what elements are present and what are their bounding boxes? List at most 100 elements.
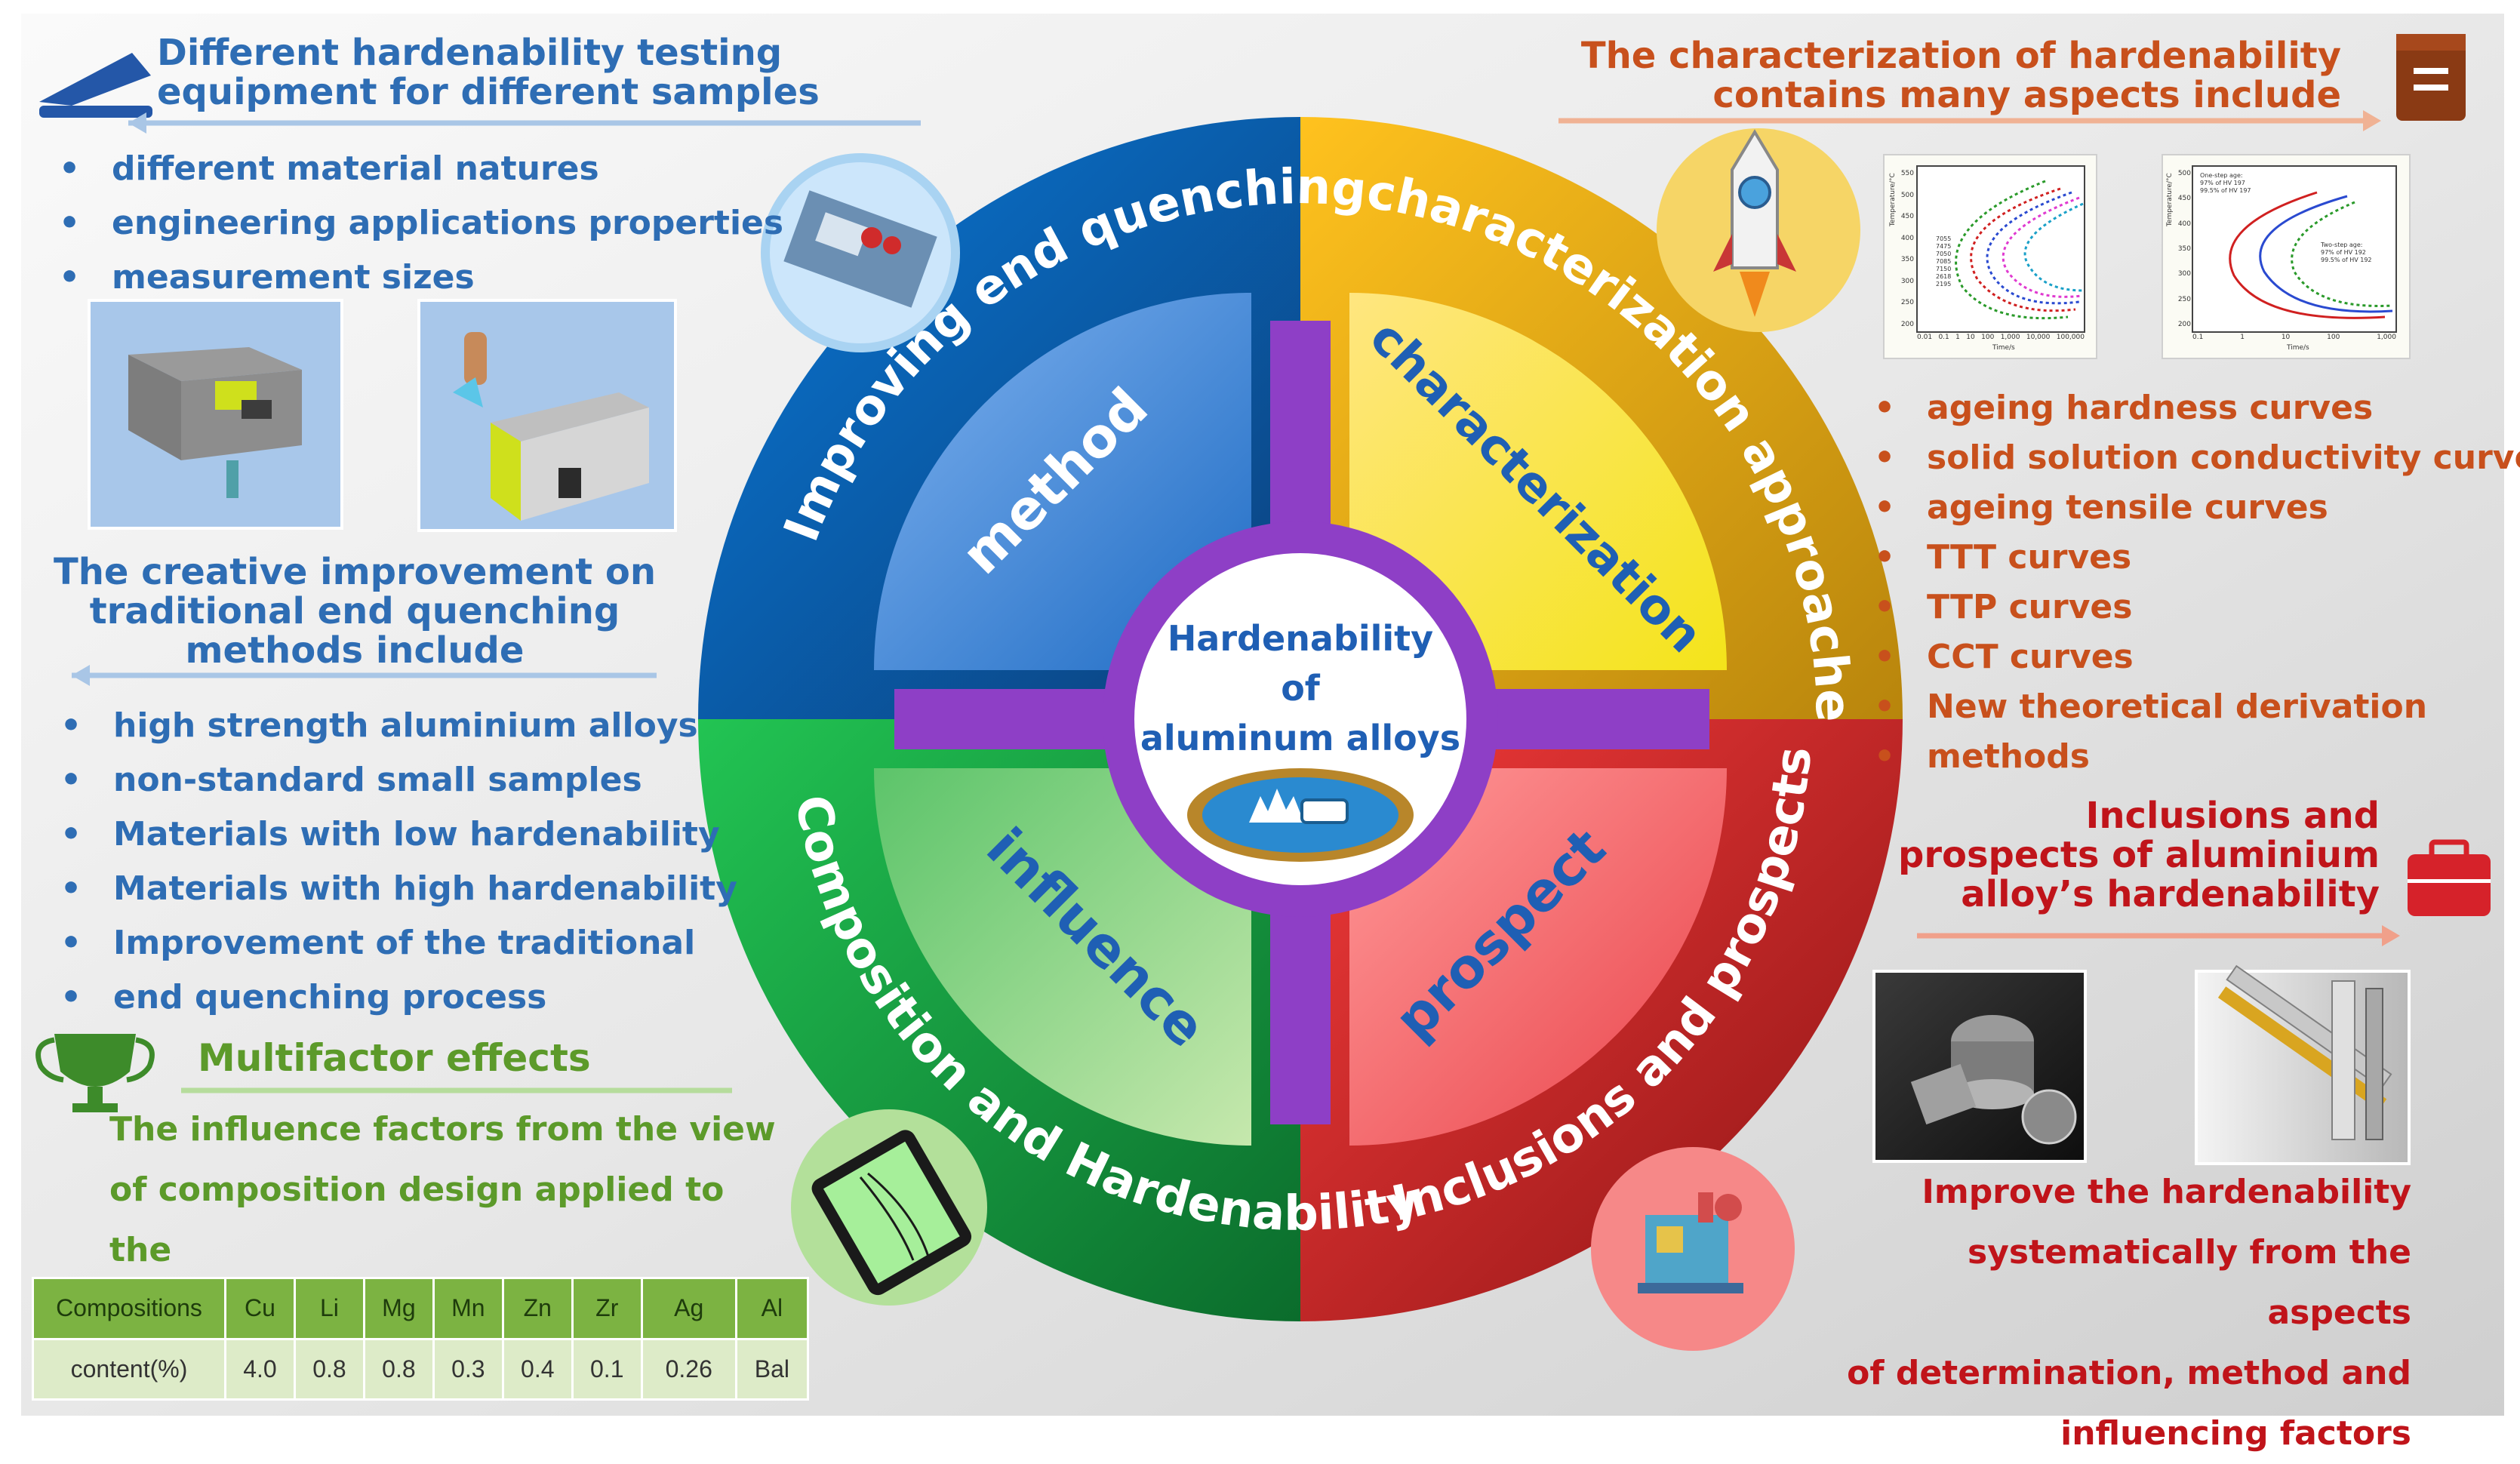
aluminium-parts-photo — [1872, 970, 2087, 1163]
mid-left-heading-line2: traditional end quenching — [89, 590, 620, 632]
legend-entry: 7085 — [1936, 258, 1952, 265]
list-item: non-standard small samples — [53, 753, 737, 807]
tablet-circle-icon — [791, 1109, 987, 1306]
mini-chart-2-legend-b: Two-step age: 97% of HV 192 99.5% of HV … — [2321, 241, 2372, 264]
tick-label: 10,000 — [2026, 334, 2051, 341]
list-item: solid solution conductivity curves — [1866, 433, 2520, 483]
mini-chart-2-legend-a: One-step age: 97% of HV 197 99.5% of HV … — [2200, 172, 2251, 195]
list-item-continuation: methods — [1866, 732, 2520, 782]
list-item: CCT curves — [1866, 632, 2520, 682]
mini-chart-c-curves-2 — [2162, 154, 2411, 359]
mini-chart-2-xlabel: Time/s — [2287, 344, 2309, 352]
tick-label: 0.1 — [2192, 334, 2204, 341]
legend-entry: 97% of HV 192 — [2321, 249, 2366, 256]
top-right-heading: The characterization of hardenability co… — [1509, 36, 2341, 115]
tick-label: 1 — [2240, 334, 2245, 341]
rocket-circle-icon — [1657, 128, 1860, 332]
bottom-right-line1: Improve the hardenability — [1922, 1173, 2411, 1211]
list-item: ageing hardness curves — [1866, 383, 2520, 433]
tick-label: 500 — [2177, 170, 2191, 177]
arrow-head — [128, 112, 146, 134]
center-title-line1: Hardenability — [1168, 618, 1433, 659]
table-header-cell: Compositions — [32, 1277, 226, 1340]
tick-label: 100 — [2327, 334, 2340, 341]
list-item: end quenching process — [53, 970, 737, 1025]
tick-label: 300 — [1900, 277, 1914, 285]
mini-chart-c-curves-1 — [1883, 154, 2097, 359]
tick-label: 300 — [2177, 270, 2191, 278]
mini-chart-1-ylabel: Temperature/°C — [1889, 173, 1897, 226]
tick-label: 350 — [1900, 256, 1914, 264]
tick-label: 100 — [1981, 334, 1995, 341]
arrow-head — [72, 665, 90, 686]
factory-circle-icon — [1591, 1147, 1795, 1351]
table-cell: 0.26 — [640, 1337, 737, 1401]
petal-influence — [874, 768, 1251, 1146]
tick-label: 200 — [1900, 321, 1914, 328]
bottom-right-text: Improve the hardenability systematically… — [1826, 1162, 2411, 1464]
center-title-line3: aluminum alloys — [1140, 718, 1460, 758]
bottom-right-line3: of determination, method and — [1847, 1354, 2411, 1392]
end-quench-apparatus-image-2 — [417, 299, 677, 532]
tick-label: 10 — [2281, 334, 2291, 341]
end-quench-apparatus-image-1 — [88, 299, 343, 530]
tick-label: 1,000 — [2377, 334, 2396, 341]
table-cell: 0.8 — [293, 1337, 365, 1401]
characterization-list: ageing hardness curves solid solution co… — [1866, 383, 2520, 782]
multifactor-heading: Multifactor effects — [198, 1036, 591, 1080]
list-item: measurement sizes — [51, 251, 783, 305]
briefcase-icon — [2408, 839, 2491, 916]
mini-chart-2-ylabel: Temperature/°C — [2166, 173, 2174, 226]
table-row: content(%) 4.0 0.8 0.8 0.3 0.4 0.1 0.26 … — [32, 1337, 810, 1401]
multifactor-line1: The influence factors from the view — [109, 1110, 776, 1149]
legend-entry: 99.5% of HV 197 — [2200, 187, 2251, 194]
aluminium-profiles-photo — [2195, 964, 2411, 1165]
list-item: TTP curves — [1866, 583, 2520, 632]
petal-characterization — [1349, 293, 1727, 670]
composition-table: Compositions Cu Li Mg Mn Zn Zr Ag Al con… — [32, 1277, 810, 1401]
tick-label: 1 — [1955, 334, 1960, 341]
tick-label: 0.01 — [1917, 334, 1933, 341]
table-header-cell: Zr — [571, 1277, 643, 1340]
arrow-head — [2382, 925, 2400, 946]
table-cell: 0.1 — [571, 1337, 643, 1401]
top-left-heading-line2: equipment for different samples — [157, 71, 820, 113]
table-cell: 0.3 — [432, 1337, 504, 1401]
table-header-cell: Al — [734, 1277, 810, 1340]
table-header-cell: Cu — [224, 1277, 296, 1340]
tick-label: 200 — [2177, 321, 2191, 328]
legend-entry: 97% of HV 197 — [2200, 180, 2245, 186]
bottom-right-line4: influencing factors — [2060, 1414, 2411, 1453]
list-item: engineering applications properties — [51, 196, 783, 251]
legend-entry: 7055 — [1936, 235, 1952, 242]
legend-title: Two-step age: — [2321, 241, 2363, 248]
sample-block-icon — [1300, 798, 1349, 824]
list-item: Materials with low hardenability — [53, 807, 737, 862]
list-item: different material natures — [51, 142, 783, 196]
top-left-list: different material natures engineering a… — [51, 142, 783, 305]
mid-left-heading: The creative improvement on traditional … — [30, 552, 679, 670]
mid-left-heading-line3: methods include — [185, 629, 525, 672]
tick-label: 500 — [1900, 191, 1914, 199]
flame-icon — [1249, 789, 1304, 823]
legend-entry: 2195 — [1936, 281, 1952, 288]
legend-entry: 7150 — [1936, 266, 1952, 272]
table-cell: 0.8 — [362, 1337, 435, 1401]
tick-label: 0.1 — [1938, 334, 1949, 341]
bottom-right-line2: systematically from the aspects — [1968, 1233, 2411, 1332]
tick-label: 100,000 — [2056, 334, 2085, 341]
table-cell: 4.0 — [224, 1337, 296, 1401]
arrow-head — [2363, 110, 2381, 131]
table-header-row: Compositions Cu Li Mg Mn Zn Zr Ag Al — [32, 1277, 810, 1340]
tick-label: 450 — [1900, 213, 1914, 221]
table-header-cell: Mg — [362, 1277, 435, 1340]
top-right-heading-line1: The characterization of hardenability — [1580, 35, 2341, 77]
top-left-heading: Different hardenability testing equipmen… — [157, 33, 836, 112]
trophy-icon — [35, 1034, 155, 1112]
list-item: high strength aluminium alloys — [53, 699, 737, 753]
tick-label: 250 — [1900, 299, 1914, 307]
